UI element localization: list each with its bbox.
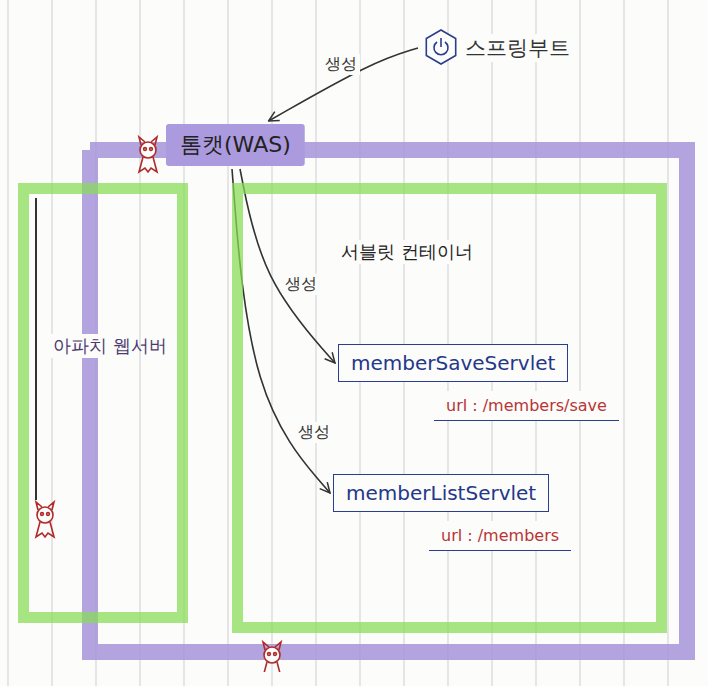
- spring-boot-node: 스프링부트: [420, 30, 579, 66]
- edge-label: 생성: [282, 274, 320, 295]
- tomcat-icon: [263, 642, 281, 672]
- ruled-lines: [8, 0, 668, 686]
- servlet-box: url : /membersmemberListServlet: [333, 474, 549, 512]
- creation-arrow: [232, 169, 330, 493]
- highlight-band: [166, 124, 305, 166]
- web-server-box: 아파치 웹서버: [18, 183, 188, 623]
- box-title: 서블릿 컨테이너: [338, 240, 476, 264]
- box-title: 아파치 웹서버: [51, 334, 131, 358]
- servlet-name: memberSaveServlet: [339, 345, 567, 381]
- tomcat-icon: [139, 137, 157, 172]
- edge-label: 생성: [295, 422, 333, 443]
- servlet-container-box: 서블릿 컨테이너url : /members/savememberSaveSer…: [232, 183, 667, 633]
- spring-logo: [426, 30, 455, 64]
- servlet-box: url : /members/savememberSaveServlet: [338, 344, 568, 382]
- url-mapping: url : /members/save: [434, 391, 619, 421]
- was-region: 톰캣(WAS) 아파치 웹서버 서블릿 컨테이너 url : /members/sav…: [15, 112, 698, 672]
- servlet-name: memberListServlet: [334, 475, 548, 511]
- creation-arrow: [240, 169, 335, 363]
- tomcat-icon: [36, 502, 54, 537]
- edge-label: 생성: [322, 54, 360, 75]
- app-name: 스프링부트: [462, 34, 573, 62]
- creation-arrow: [269, 48, 418, 121]
- url-mapping: url : /members: [429, 521, 571, 551]
- pen-stroke: [35, 198, 37, 500]
- region-title: 톰캣(WAS): [180, 130, 291, 160]
